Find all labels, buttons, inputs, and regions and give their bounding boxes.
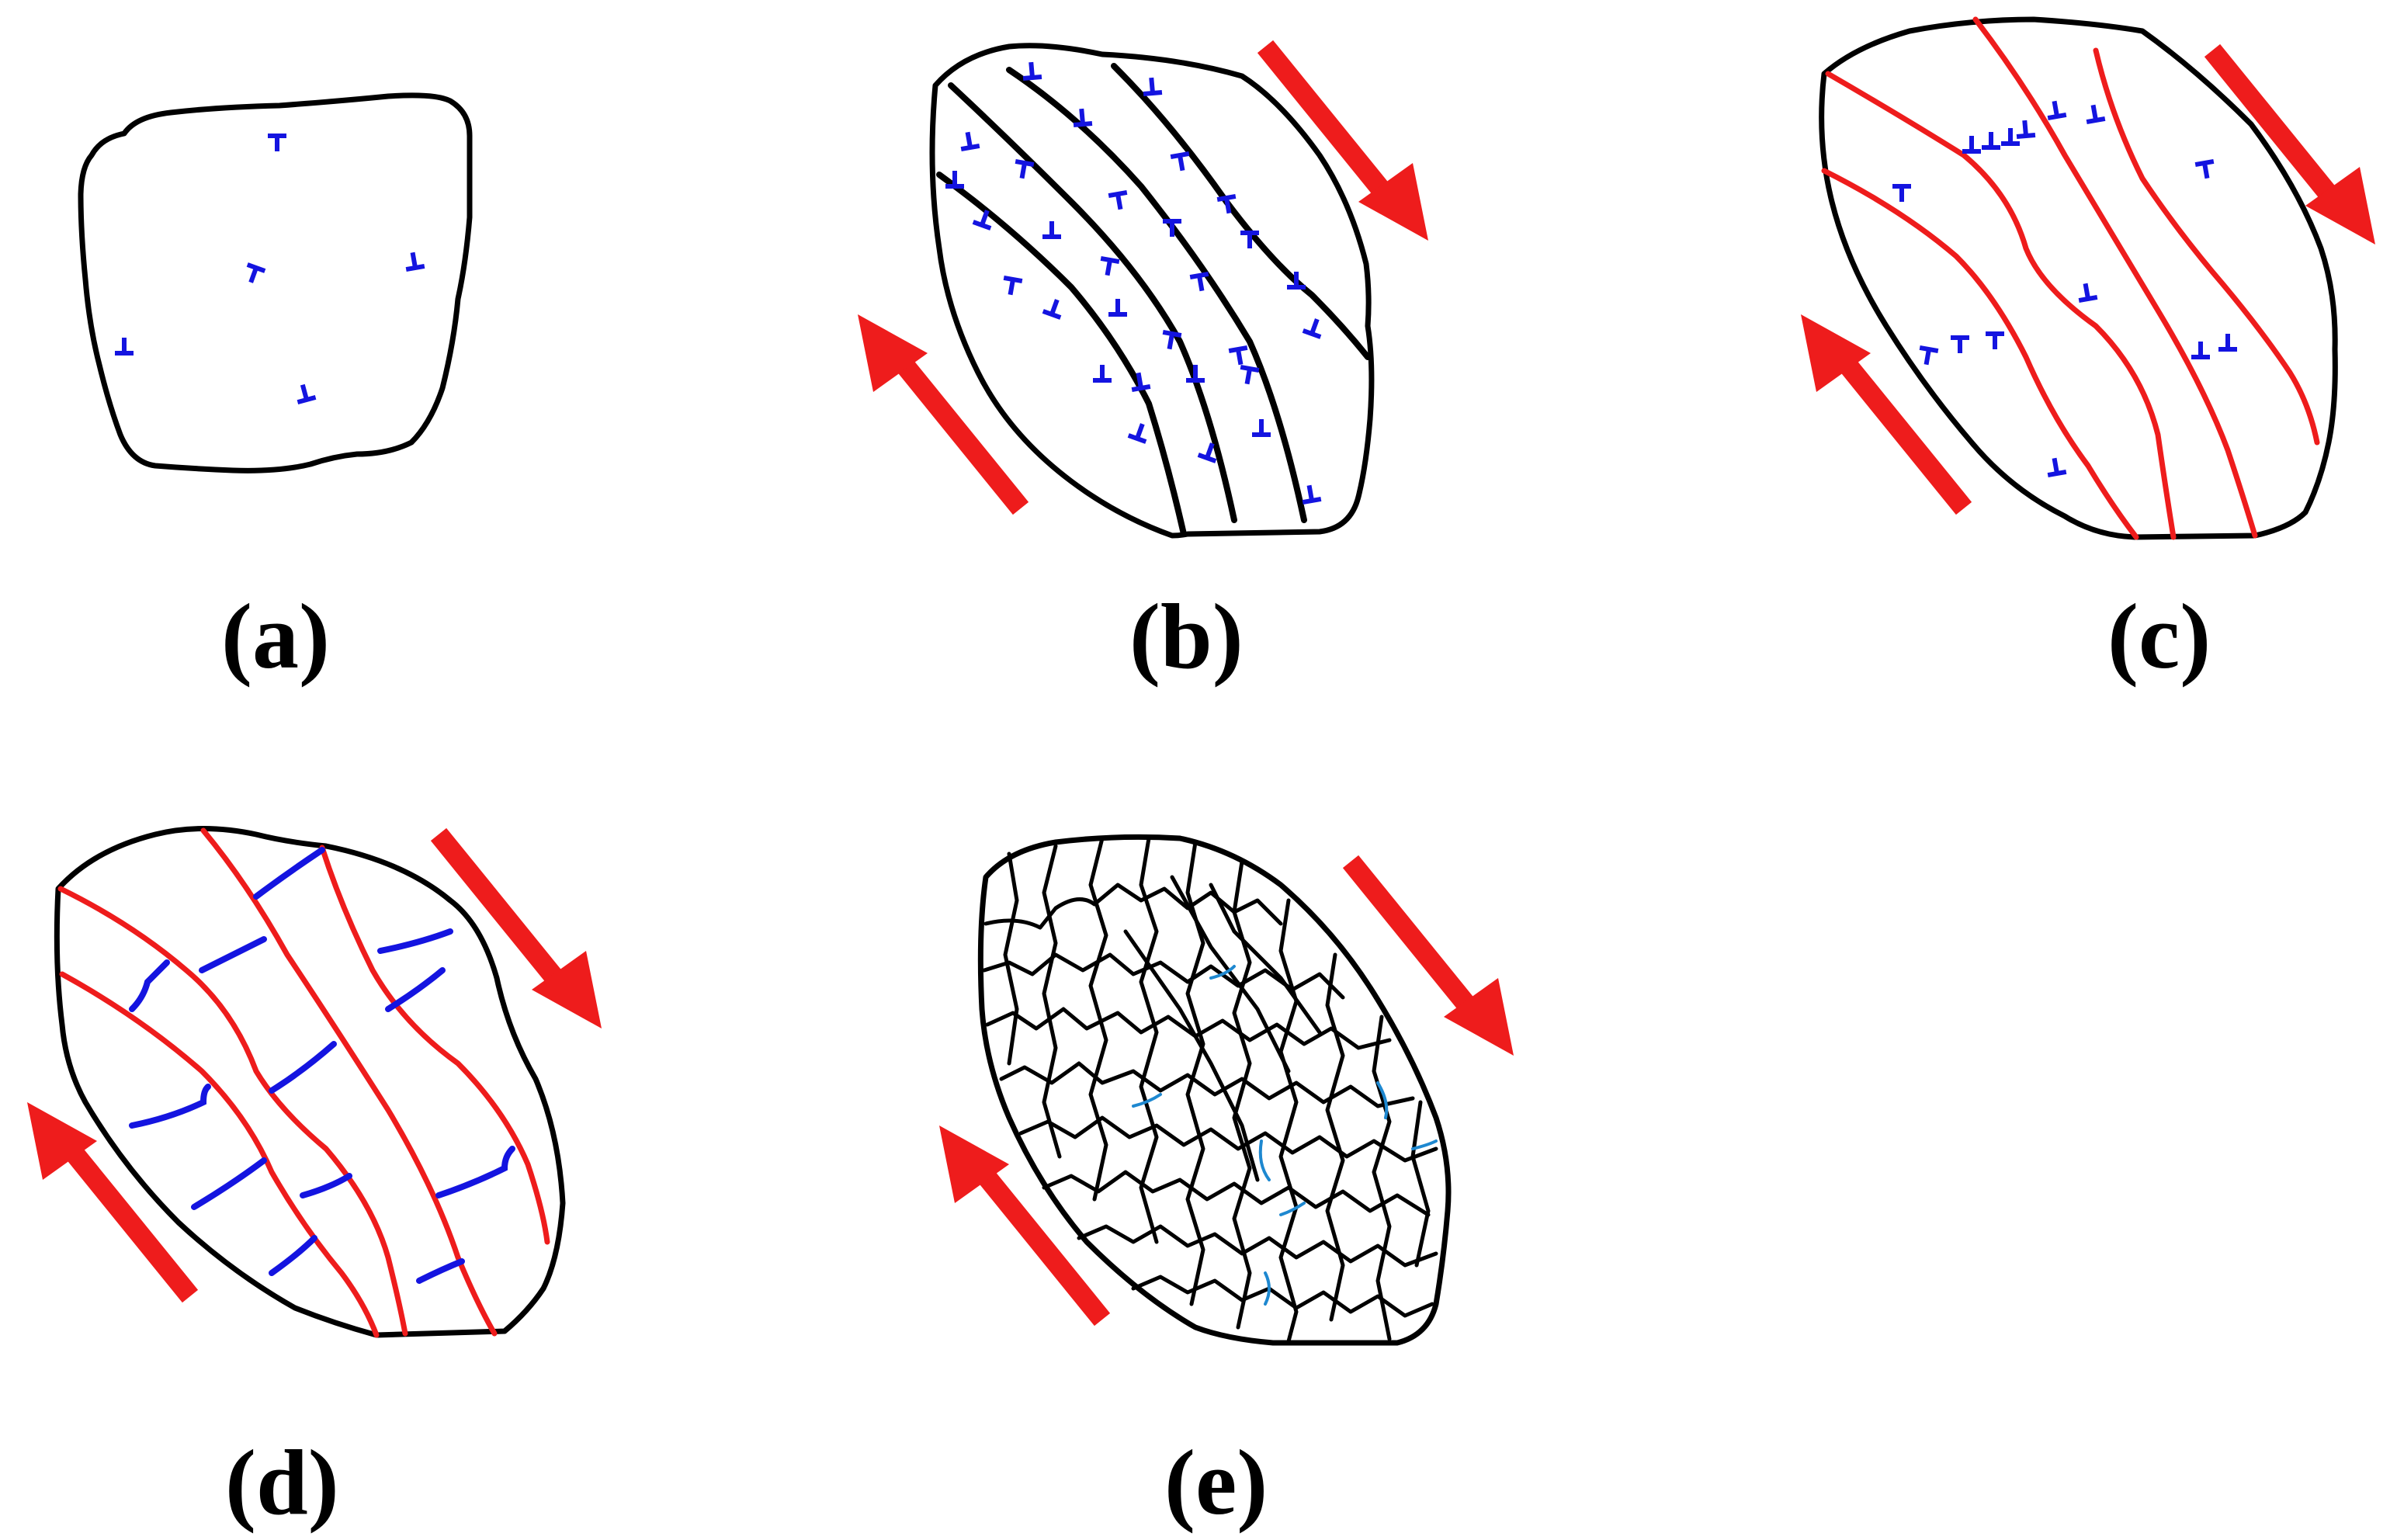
slip-band (1821, 168, 2139, 540)
panel-label-d: (d) (225, 1431, 339, 1534)
panel-label-b: (b) (1129, 584, 1244, 688)
dislocation-wall (129, 847, 515, 1284)
arrow-icon (1801, 314, 1964, 508)
grain-outline-e (977, 834, 1452, 1346)
panel-e: (e) (939, 834, 1514, 1534)
slip-band (319, 845, 550, 1245)
grain-outline-a (78, 92, 473, 473)
slip-band (936, 172, 1187, 537)
panel-b: (b) (858, 46, 1428, 688)
slip-band (1111, 63, 1371, 360)
arrow-icon (939, 1126, 1102, 1320)
arrow-icon (1351, 862, 1514, 1056)
subgrain-network (982, 836, 1438, 1344)
panel-a: (a) (78, 92, 473, 688)
slip-band (948, 82, 1237, 523)
panel-label-a: (a) (221, 584, 330, 688)
arrow-icon (858, 314, 1021, 508)
grain-outline-c (1819, 16, 2338, 540)
arrow-icon (439, 834, 602, 1028)
slip-band (1972, 16, 2258, 539)
arrow-icon (2212, 50, 2375, 245)
dislocation-icon (115, 136, 425, 402)
panel-label-e: (e) (1164, 1431, 1268, 1534)
panel-c: (c) (1801, 16, 2375, 688)
slip-band (2093, 47, 2320, 446)
panel-d: (d) (27, 826, 602, 1534)
arrow-icon (27, 1102, 190, 1296)
slip-band (200, 827, 498, 1337)
slip-band (1006, 67, 1307, 523)
grain-outline-d (54, 826, 566, 1338)
slip-band (1825, 71, 2177, 540)
dislocation-icon (945, 61, 1326, 502)
grain-outline-b (929, 43, 1375, 539)
slip-band (57, 886, 408, 1337)
subgrain-boundary (1132, 965, 1438, 1306)
panel-label-c: (c) (2107, 584, 2211, 688)
